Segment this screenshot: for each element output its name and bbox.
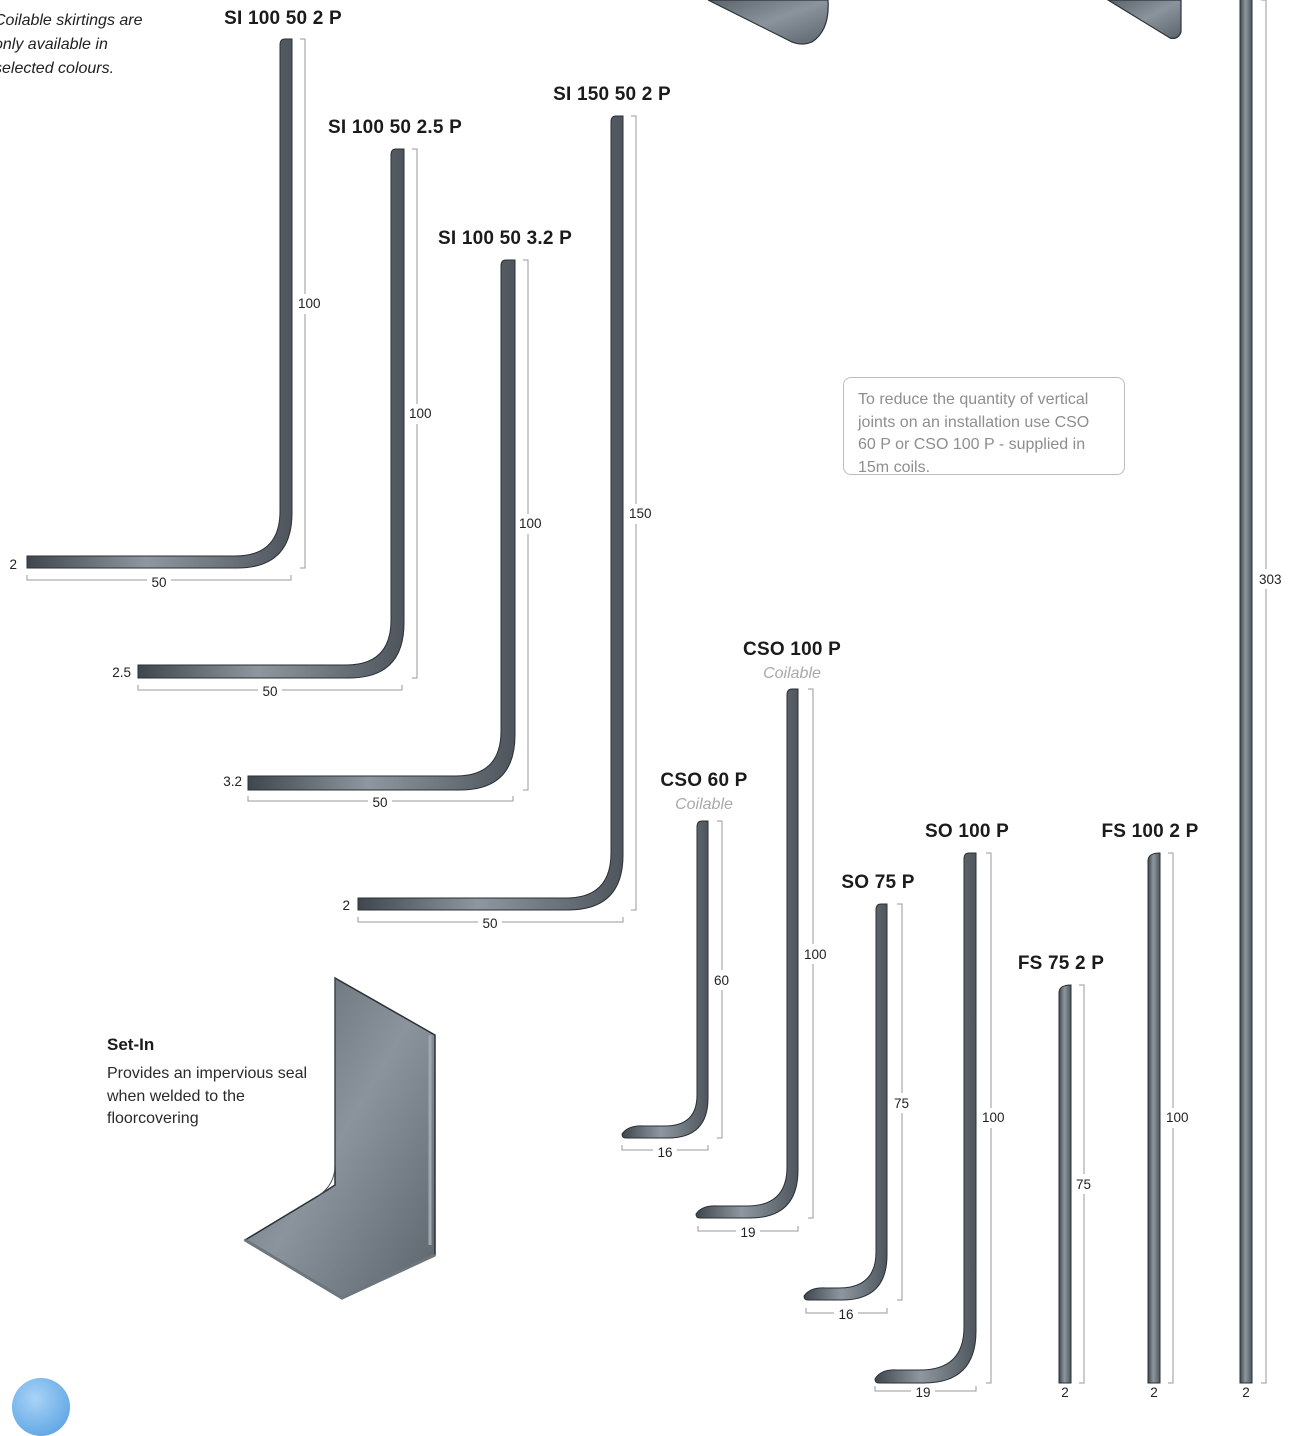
tall-strip-shape bbox=[1239, 0, 1253, 1384]
height-label: 100 bbox=[409, 406, 432, 421]
height-label: 100 bbox=[298, 296, 321, 311]
base-label: 50 bbox=[151, 575, 166, 590]
thickness-label: 2 bbox=[9, 557, 17, 572]
set-in-3d-illustration bbox=[243, 976, 436, 1300]
cso-60-p-base-dimension bbox=[621, 1145, 709, 1151]
profile-si-150-50-2-p: SI 150 50 2 P 150 50 2 bbox=[342, 84, 671, 931]
set-in-title: Set-In bbox=[107, 1035, 155, 1054]
set-in-description: Provides an impervious seal when welded … bbox=[107, 1065, 308, 1127]
si-100-50-2-5-p-height-dimension bbox=[412, 148, 418, 679]
profile-title: SO 75 P bbox=[841, 872, 914, 893]
profile-cso-60-p: CSO 60 P Coilable 60 16 bbox=[657, 770, 747, 1160]
height-label: 75 bbox=[1076, 1177, 1091, 1192]
si-100-50-2-p-base-dimension bbox=[26, 575, 292, 581]
profile-title: FS 75 2 P bbox=[1018, 953, 1104, 974]
fs-75-2-p-shape bbox=[1058, 984, 1072, 1384]
base-label: 16 bbox=[657, 1145, 672, 1160]
cso-100-p-shape bbox=[695, 688, 799, 1219]
thickness-label: 2 bbox=[1242, 1385, 1250, 1400]
height-label: 75 bbox=[894, 1096, 909, 1111]
tall-strip-height-dimension bbox=[1261, 0, 1267, 1384]
profile-cso-100-p: CSO 100 P Coilable 100 19 bbox=[740, 639, 841, 1240]
thickness-label: 2 bbox=[342, 898, 350, 913]
thickness-label: 2 bbox=[1061, 1385, 1069, 1400]
so-100-p-height-dimension bbox=[986, 852, 992, 1384]
si-100-50-3-2-p-shape bbox=[247, 259, 516, 791]
si-100-50-3-2-p-base-dimension bbox=[247, 796, 514, 802]
base-label: 50 bbox=[372, 795, 387, 810]
height-label: 303 bbox=[1259, 572, 1282, 587]
fs-100-2-p-height-dimension bbox=[1168, 852, 1174, 1384]
cso-60-p-height-dimension bbox=[717, 820, 723, 1139]
cso-60-p-shape bbox=[621, 820, 709, 1139]
cso-100-p-base-dimension bbox=[697, 1226, 799, 1232]
fs-100-2-p-shape bbox=[1147, 852, 1161, 1384]
si-100-50-2-p-height-dimension bbox=[300, 38, 306, 569]
profile-so-75-p: SO 75 P 75 16 bbox=[838, 872, 914, 1322]
profile-tall-strip: 303 2 bbox=[1242, 572, 1281, 1400]
coilable-note: Coilable skirtings are only available in… bbox=[0, 12, 143, 77]
si-150-50-2-p-shape bbox=[357, 115, 624, 911]
si-100-50-2-p-shape bbox=[26, 38, 293, 569]
profile-so-100-p: SO 100 P 100 19 bbox=[915, 821, 1009, 1400]
profile-title: FS 100 2 P bbox=[1101, 821, 1198, 842]
cso-100-p-height-dimension bbox=[808, 688, 814, 1219]
profile-title: SI 150 50 2 P bbox=[553, 84, 671, 105]
profile-si-100-50-2-p: SI 100 50 2 P 100 50 2 bbox=[9, 8, 342, 590]
so-100-p-shape bbox=[874, 852, 977, 1384]
profile-3d-preview-left bbox=[707, 0, 829, 45]
base-label: 50 bbox=[482, 916, 497, 931]
fs-75-2-p-height-dimension bbox=[1079, 984, 1085, 1384]
profile-title: SI 100 50 2.5 P bbox=[328, 117, 462, 138]
si-150-50-2-p-base-dimension bbox=[357, 917, 624, 923]
profile-title: CSO 100 P bbox=[743, 639, 841, 660]
profile-title: SI 100 50 3.2 P bbox=[438, 228, 572, 249]
base-label: 50 bbox=[262, 684, 277, 699]
so-75-p-height-dimension bbox=[897, 903, 903, 1301]
height-label: 100 bbox=[1166, 1110, 1189, 1125]
base-label: 16 bbox=[838, 1307, 853, 1322]
profile-si-100-50-3-2-p: SI 100 50 3.2 P 100 50 3.2 bbox=[223, 228, 572, 810]
profile-title: CSO 60 P bbox=[660, 770, 747, 791]
height-label: 150 bbox=[629, 506, 652, 521]
base-label: 19 bbox=[740, 1225, 755, 1240]
profile-3d-preview-right bbox=[1106, 0, 1182, 39]
set-in-info: Set-In Provides an impervious seal when … bbox=[107, 1035, 317, 1131]
height-label: 100 bbox=[519, 516, 542, 531]
profile-subtitle: Coilable bbox=[763, 665, 821, 682]
profile-fs-75-2-p: FS 75 2 P 75 2 bbox=[1018, 953, 1104, 1400]
thickness-label: 2 bbox=[1150, 1385, 1158, 1400]
profile-subtitle: Coilable bbox=[675, 796, 733, 813]
so-75-p-shape bbox=[803, 903, 888, 1301]
si-150-50-2-p-height-dimension bbox=[631, 115, 637, 911]
si-100-50-2-5-p-base-dimension bbox=[137, 685, 403, 691]
so-75-p-base-dimension bbox=[805, 1308, 888, 1314]
profile-fs-100-2-p: FS 100 2 P 100 2 bbox=[1101, 821, 1198, 1400]
skirting-profiles-diagram: SI 100 50 2 P 100 50 2 SI 100 50 2.5 P 1… bbox=[9, 0, 1282, 1400]
profile-si-100-50-2-5-p: SI 100 50 2.5 P 100 50 2.5 bbox=[112, 117, 462, 699]
info-icon[interactable] bbox=[12, 1378, 70, 1436]
height-label: 100 bbox=[982, 1110, 1005, 1125]
si-100-50-3-2-p-height-dimension bbox=[523, 259, 529, 791]
base-label: 19 bbox=[915, 1385, 930, 1400]
thickness-label: 2.5 bbox=[112, 665, 131, 680]
profile-title: SO 100 P bbox=[925, 821, 1009, 842]
coils-callout: To reduce the quantity of vertical joint… bbox=[843, 377, 1125, 476]
thickness-label: 3.2 bbox=[223, 774, 242, 789]
height-label: 60 bbox=[714, 973, 729, 988]
so-100-p-base-dimension bbox=[874, 1386, 977, 1392]
si-100-50-2-5-p-shape bbox=[137, 148, 405, 679]
profile-title: SI 100 50 2 P bbox=[224, 8, 342, 29]
height-label: 100 bbox=[804, 947, 827, 962]
